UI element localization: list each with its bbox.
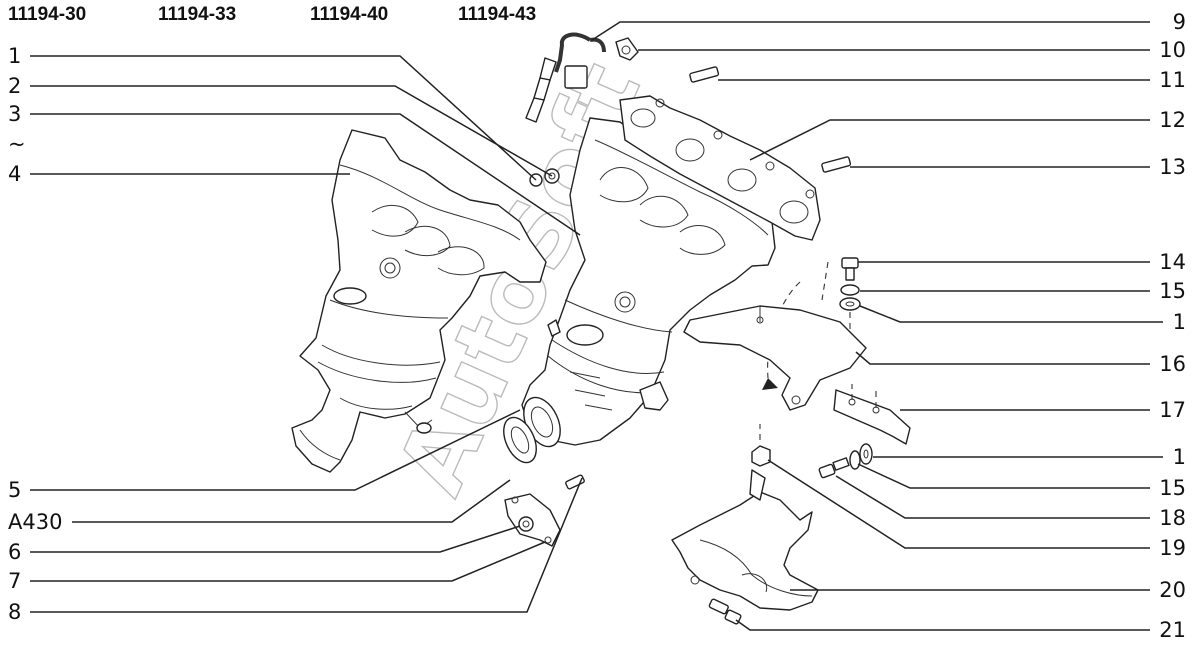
flange-gasket-5 [503, 396, 561, 464]
callout-label: 1 [8, 44, 21, 68]
callout-label: A430 [8, 510, 62, 534]
model-number-1: 11194-30 [8, 4, 86, 25]
left-callout-labels: 1 2 3 ~ 4 5 A430 6 7 8 [8, 44, 62, 624]
model-number-3: 11194-40 [310, 4, 388, 25]
callout-label: 2 [8, 74, 21, 98]
washer-1-lower [859, 443, 873, 465]
callout-label: 4 [8, 162, 21, 186]
lower-heat-shield-20 [671, 469, 819, 611]
callout-label: 21 [1159, 618, 1186, 642]
callout-label: 10 [1159, 38, 1186, 62]
callout-label: 11 [1159, 68, 1186, 92]
manifold-center-assembly [521, 95, 821, 446]
callout-label: 6 [8, 540, 21, 564]
leader-lines [30, 21, 1163, 631]
manifold-left-assembly [291, 129, 547, 473]
stud-13 [821, 156, 852, 173]
stud-8 [565, 474, 585, 490]
clip-10 [615, 37, 639, 61]
callout-label: ~ [8, 132, 26, 156]
model-number-2: 11194-33 [158, 4, 236, 25]
callout-label: 9 [1173, 10, 1186, 34]
model-number-4: 11194-43 [458, 4, 536, 25]
washer-15-lower [849, 450, 861, 470]
washer-1-upper [839, 297, 861, 311]
callout-label: 7 [8, 569, 21, 593]
callout-label: 3 [8, 102, 21, 126]
callout-label: 19 [1159, 536, 1186, 560]
callout-label: 8 [8, 600, 21, 624]
nut-6 [518, 516, 534, 532]
heat-shield-16 [683, 305, 867, 411]
stud-11 [689, 66, 720, 83]
callout-label: 20 [1159, 578, 1186, 602]
oxygen-sensor-9 [525, 32, 606, 123]
callout-label: 15 [1159, 476, 1186, 500]
callout-label: 12 [1159, 108, 1186, 132]
bolt-18 [818, 457, 850, 479]
callout-label: 1 [1173, 310, 1186, 334]
callout-label: 13 [1159, 155, 1186, 179]
bracket-17 [833, 384, 911, 445]
callout-label: 15 [1159, 279, 1186, 303]
callout-label: 14 [1159, 250, 1186, 274]
nut-19 [751, 424, 771, 467]
callout-label: 5 [8, 478, 21, 502]
bolt-14 [841, 257, 859, 281]
callout-label: 17 [1159, 398, 1186, 422]
header-models: 11194-30 11194-33 11194-40 11194-43 [8, 4, 536, 25]
right-callout-labels: 9 10 11 12 13 14 15 1 16 17 1 15 18 19 2… [1159, 10, 1186, 642]
callout-label: 18 [1159, 506, 1186, 530]
washer-15-upper [840, 284, 860, 296]
callout-label: 16 [1159, 352, 1186, 376]
callout-label: 1 [1173, 445, 1186, 469]
